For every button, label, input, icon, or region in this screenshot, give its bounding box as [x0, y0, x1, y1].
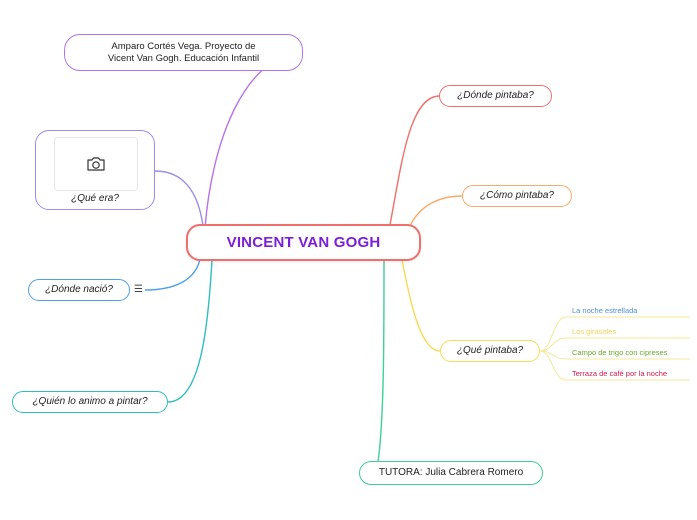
connector-tutora: [377, 259, 385, 463]
topic-como-pintaba[interactable]: ¿Cómo pintaba?: [462, 185, 572, 207]
connector-sub-1: [539, 316, 690, 352]
tutora-label: TUTORA: Julia Cabrera Romero: [378, 467, 524, 478]
author-line-2: Vicent Van Gogh. Educación Infantil: [107, 52, 260, 64]
subtopic-noche-estrellada[interactable]: La noche estrellada: [572, 306, 638, 315]
connector-donde-pintaba: [389, 95, 440, 226]
image-placeholder[interactable]: [54, 137, 138, 191]
author-line-1: Amparo Cortés Vega. Proyecto de: [111, 40, 256, 52]
topic-author[interactable]: Amparo Cortés Vega. Proyecto de Vicent V…: [64, 34, 303, 71]
camera-icon: [87, 157, 105, 171]
quien-animo-label: ¿Quién lo animo a pintar?: [32, 396, 148, 407]
topic-donde-pintaba[interactable]: ¿Dónde pintaba?: [439, 85, 552, 107]
connector-donde-nacio: [144, 258, 201, 291]
connector-que-era: [154, 170, 204, 227]
central-topic[interactable]: VINCENT VAN GOGH: [186, 224, 421, 261]
donde-pintaba-label: ¿Dónde pintaba?: [457, 90, 534, 101]
connector-como-pintaba: [409, 195, 463, 227]
topic-que-pintaba[interactable]: ¿Qué pintaba?: [440, 340, 540, 362]
subtopic-campo-trigo[interactable]: Campo de trigo con cipreses: [572, 348, 668, 357]
notes-icon[interactable]: ☰: [134, 284, 143, 295]
connector-sub-4: [539, 350, 690, 381]
topic-quien-animo[interactable]: ¿Quién lo animo a pintar?: [12, 391, 168, 413]
connector-sub-3: [539, 350, 690, 360]
como-pintaba-label: ¿Cómo pintaba?: [480, 190, 554, 201]
donde-nacio-label: ¿Dónde nació?: [45, 284, 113, 295]
subtopic-terraza-cafe[interactable]: Terraza de café por la noche: [572, 369, 668, 378]
topic-tutora[interactable]: TUTORA: Julia Cabrera Romero: [359, 461, 543, 485]
connector-quien: [167, 259, 213, 403]
connector-author: [204, 51, 304, 229]
central-topic-label: VINCENT VAN GOGH: [226, 233, 381, 251]
topic-donde-nacio[interactable]: ¿Dónde nació?: [28, 279, 130, 301]
que-era-label: ¿Qué era?: [71, 193, 119, 204]
que-pintaba-label: ¿Qué pintaba?: [456, 345, 524, 356]
connector-sub-2: [539, 337, 690, 352]
subtopic-girasoles[interactable]: Los girasoles: [572, 327, 617, 336]
topic-que-era[interactable]: ¿Qué era?: [35, 130, 155, 210]
connector-que-pintaba: [401, 259, 441, 352]
